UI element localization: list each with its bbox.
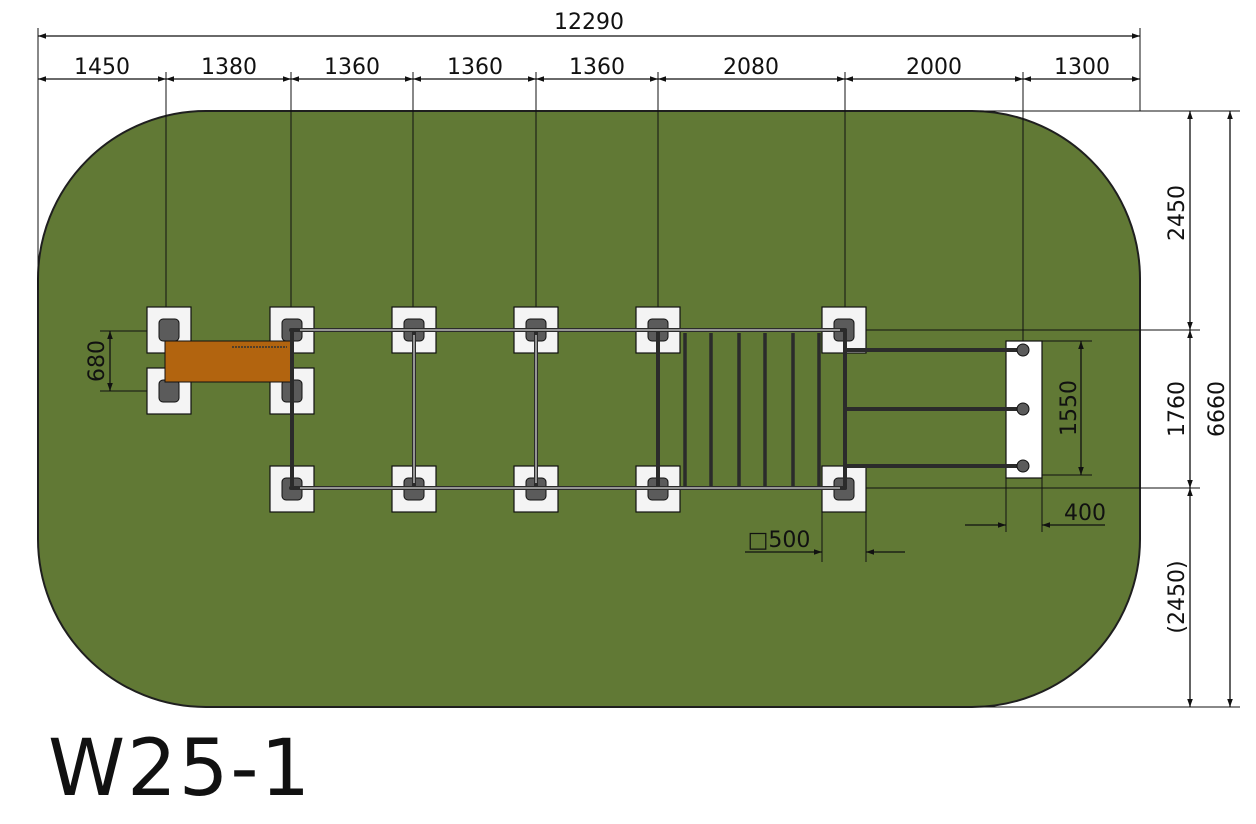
dim-plate-width: 400 — [1064, 501, 1106, 526]
dim-segment-7: 2000 — [906, 55, 962, 80]
pull-bars — [845, 348, 1023, 468]
dim-right-bottom: (2450) — [1165, 560, 1190, 633]
dim-overall-height: 6660 — [1205, 381, 1230, 437]
dim-right-top: 2450 — [1165, 185, 1190, 241]
drawing-title: W25-1 — [48, 724, 312, 814]
dim-right-mid: 1760 — [1165, 381, 1190, 437]
dim-segment-2: 1380 — [201, 55, 257, 80]
post — [158, 318, 180, 342]
extension-lines — [37, 28, 1240, 708]
dim-segment-1: 1450 — [74, 55, 130, 80]
dim-overall-width: 12290 — [554, 10, 624, 35]
bars-inner — [300, 329, 840, 489]
dim-bench-height: 680 — [85, 340, 110, 382]
dim-footing-size: □500 — [748, 528, 811, 553]
dim-segment-6: 2080 — [723, 55, 779, 80]
ladder-rungs — [683, 333, 821, 486]
post — [158, 379, 180, 403]
dim-bar-span: 1550 — [1057, 380, 1082, 436]
dim-segment-4: 1360 — [447, 55, 503, 80]
dim-segment-3: 1360 — [324, 55, 380, 80]
dim-segment-5: 1360 — [569, 55, 625, 80]
dim-segment-8: 1300 — [1054, 55, 1110, 80]
safety-surface — [37, 110, 1141, 708]
bench — [164, 340, 292, 383]
bolt-heads — [1016, 343, 1030, 473]
dimension-lines — [38, 33, 1233, 707]
